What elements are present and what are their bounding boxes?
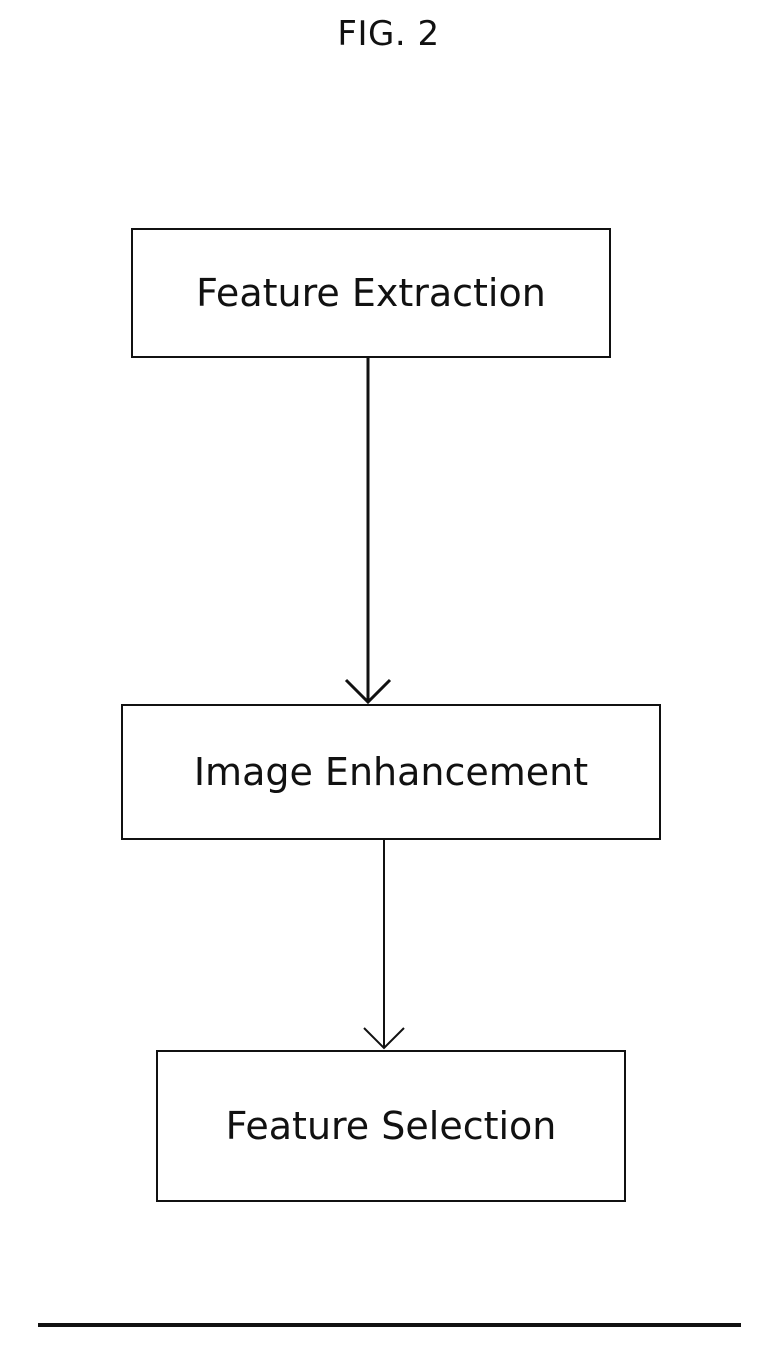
figure-label: FIG. 2 xyxy=(337,14,440,54)
bottom-rule xyxy=(38,1323,741,1327)
node-image-enhancement: Image Enhancement xyxy=(121,704,661,840)
arrow-enhancement-to-selection xyxy=(363,840,405,1050)
node-feature-selection: Feature Selection xyxy=(156,1050,626,1202)
arrow-extraction-to-enhancement xyxy=(344,358,392,705)
arrowhead-icon xyxy=(344,678,392,705)
node-feature-extraction: Feature Extraction xyxy=(131,228,611,358)
arrowhead-icon xyxy=(363,1027,405,1050)
node-label: Feature Extraction xyxy=(196,271,546,315)
node-label: Feature Selection xyxy=(225,1104,557,1148)
node-label: Image Enhancement xyxy=(193,750,589,794)
